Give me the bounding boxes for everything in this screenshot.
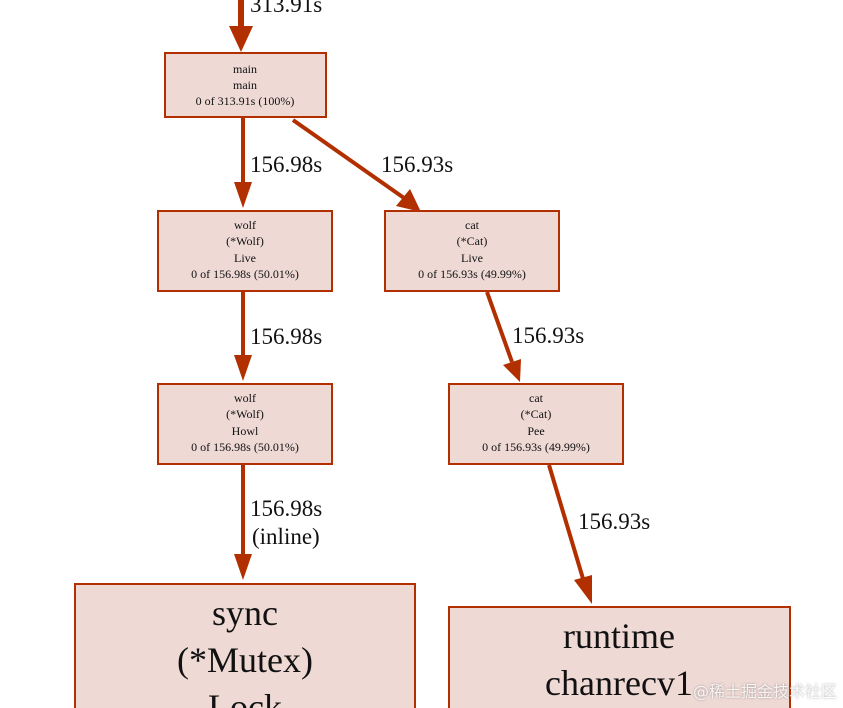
arrowhead-main-wolf-live (234, 182, 252, 208)
node-sync-mutex-lock[interactable]: sync (*Mutex) Lock (74, 583, 416, 708)
edge-label-wolf-howl-sync-inline: (inline) (252, 524, 320, 549)
node-wolf-howl-line-2: (*Wolf) (226, 407, 264, 421)
edge-into-main: 313.91s (229, 0, 322, 52)
node-main-line-2: main (233, 78, 257, 92)
node-sync-line-3: Lock (208, 687, 282, 708)
node-wolf-live[interactable]: wolf (*Wolf) Live 0 of 156.98s (50.01%) (157, 210, 333, 292)
edge-label-wolf-live-howl: 156.98s (250, 324, 322, 349)
edge-wolf-howl-sync: 156.98s (inline) (234, 465, 322, 580)
node-cat-live-line-2: (*Cat) (457, 234, 488, 248)
node-runtime-line-2: chanrecv1 (545, 663, 693, 703)
arrowhead-main-cat-live (396, 189, 421, 212)
edge-main-wolf-live: 156.98s (234, 118, 322, 208)
edge-label-wolf-howl-sync: 156.98s (250, 496, 322, 521)
node-cat-live-line-3: Live (461, 251, 483, 265)
node-wolf-howl-line-3: Howl (232, 424, 259, 438)
edge-label-cat-live-pee: 156.93s (512, 323, 584, 348)
edge-label-main-wolf-live: 156.98s (250, 152, 322, 177)
node-cat-pee-line-3: Pee (527, 424, 544, 438)
node-wolf-howl-line-4: 0 of 156.98s (50.01%) (191, 440, 299, 454)
arrowhead-into-main (229, 26, 253, 52)
arrowhead-wolf-live-howl (234, 355, 252, 381)
node-sync-line-1: sync (212, 593, 278, 633)
arrowhead-cat-live-pee (503, 359, 521, 382)
edge-label-into-main: 313.91s (250, 0, 322, 17)
node-main-line-3: 0 of 313.91s (100%) (196, 94, 295, 108)
node-wolf-howl-line-1: wolf (234, 391, 256, 405)
edge-cat-live-pee: 156.93s (485, 291, 584, 382)
node-main[interactable]: main main 0 of 313.91s (100%) (164, 52, 327, 118)
arrowhead-wolf-howl-sync (234, 554, 252, 580)
node-cat-live-line-4: 0 of 156.93s (49.99%) (418, 267, 526, 281)
node-wolf-live-line-4: 0 of 156.98s (50.01%) (191, 267, 299, 281)
edge-main-cat-live: 156.93s (291, 118, 453, 212)
node-sync-line-2: (*Mutex) (177, 640, 313, 680)
edge-cat-pee-runtime: 156.93s (547, 464, 650, 604)
edge-label-main-cat-live: 156.93s (381, 152, 453, 177)
node-cat-pee-line-1: cat (529, 391, 544, 405)
node-runtime-chanrecv[interactable]: runtime chanrecv1 (448, 606, 791, 708)
node-main-line-1: main (233, 62, 257, 76)
node-wolf-live-line-2: (*Wolf) (226, 234, 264, 248)
edge-wolf-live-howl: 156.98s (234, 292, 322, 381)
arrowhead-cat-pee-runtime (574, 575, 592, 604)
watermark: @稀土掘金技术社区 (692, 682, 837, 701)
node-cat-live[interactable]: cat (*Cat) Live 0 of 156.93s (49.99%) (384, 210, 560, 292)
node-cat-live-line-1: cat (465, 218, 480, 232)
node-cat-pee[interactable]: cat (*Cat) Pee 0 of 156.93s (49.99%) (448, 383, 624, 465)
node-runtime-line-1: runtime (563, 616, 675, 656)
node-wolf-howl[interactable]: wolf (*Wolf) Howl 0 of 156.98s (50.01%) (157, 383, 333, 465)
node-cat-pee-line-2: (*Cat) (521, 407, 552, 421)
node-wolf-live-line-1: wolf (234, 218, 256, 232)
node-cat-pee-line-4: 0 of 156.93s (49.99%) (482, 440, 590, 454)
edge-label-cat-pee-runtime: 156.93s (578, 509, 650, 534)
node-wolf-live-line-3: Live (234, 251, 256, 265)
